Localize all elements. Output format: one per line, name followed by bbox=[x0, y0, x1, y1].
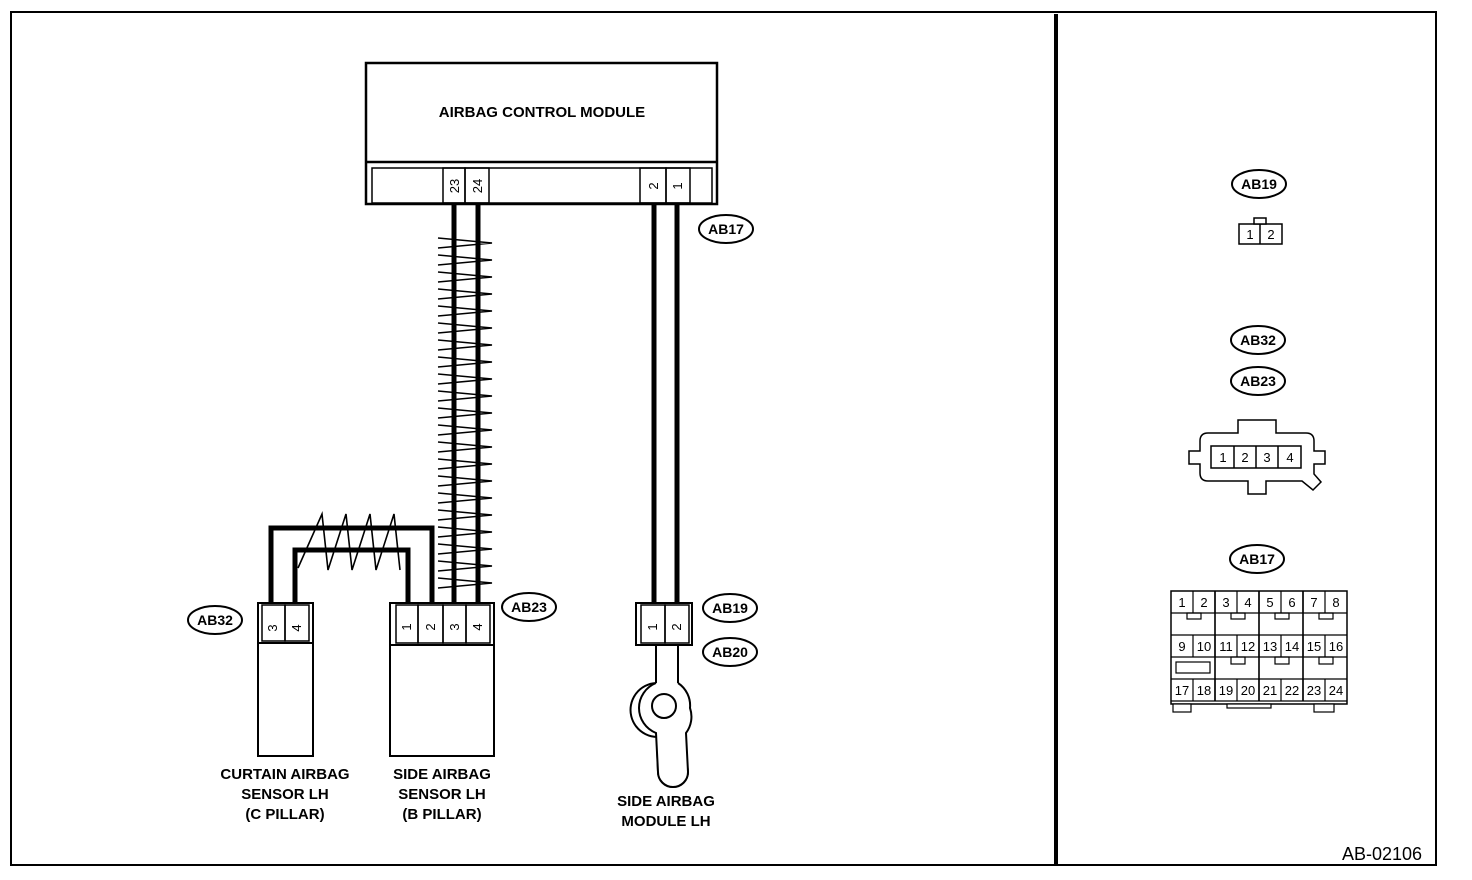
side-module-label-line-1: SIDE AIRBAG bbox=[617, 793, 715, 810]
ab17-view-pin-6: 6 bbox=[1288, 595, 1295, 610]
connector-tag-ab19: AB19 bbox=[702, 593, 758, 623]
module-title: AIRBAG CONTROL MODULE bbox=[439, 104, 645, 121]
side-sensor-pin-3: 3 bbox=[447, 623, 462, 630]
curtain-label-line-1: CURTAIN AIRBAG bbox=[220, 766, 349, 783]
ab17-view-pin-1: 1 bbox=[1178, 595, 1185, 610]
connector-tag-ab17: AB17 bbox=[698, 214, 754, 244]
ab17-view-pin-13: 13 bbox=[1263, 639, 1277, 654]
svg-text:AB23: AB23 bbox=[511, 599, 547, 615]
module-pin-24: 24 bbox=[470, 179, 485, 193]
module-pin-1: 1 bbox=[670, 182, 685, 189]
ab17-view-pin-20: 20 bbox=[1241, 683, 1255, 698]
ab17-view-pin-19: 19 bbox=[1219, 683, 1233, 698]
side-sensor-pin-4: 4 bbox=[470, 623, 485, 630]
connector-tag-ab32: AB32 bbox=[187, 605, 243, 635]
side-sensor-label-line-2: SENSOR LH bbox=[398, 786, 486, 803]
ab17-view-pin-9: 9 bbox=[1178, 639, 1185, 654]
connector-view-ab32-ab23: AB32 AB23 1 2 3 4 bbox=[1188, 325, 1326, 495]
connector-tag-ab20: AB20 bbox=[702, 637, 758, 667]
curtain-sensor-wires bbox=[268, 510, 435, 603]
side-module-pin-1: 1 bbox=[645, 623, 660, 630]
side-module-label-line-2: MODULE LH bbox=[621, 813, 710, 830]
svg-text:AB19: AB19 bbox=[1241, 176, 1277, 192]
ab17-view-pin-2: 2 bbox=[1200, 595, 1207, 610]
ab17-view-pin-3: 3 bbox=[1222, 595, 1229, 610]
ab23-view-pin-4: 4 bbox=[1286, 450, 1293, 465]
curtain-pin-4: 4 bbox=[289, 624, 304, 631]
side-sensor-label-line-1: SIDE AIRBAG bbox=[393, 766, 491, 783]
ab17-view-pin-17: 17 bbox=[1175, 683, 1189, 698]
module-pin-23: 23 bbox=[447, 179, 462, 193]
side-module-wires bbox=[651, 204, 680, 603]
connector-view-ab19: AB19 1 2 bbox=[1231, 169, 1287, 245]
ab23-view-pin-3: 3 bbox=[1263, 450, 1270, 465]
ab17-view-pin-15: 15 bbox=[1307, 639, 1321, 654]
diagram-frame bbox=[10, 11, 1437, 866]
svg-text:AB17: AB17 bbox=[708, 221, 744, 237]
ab19-view-pin-2: 2 bbox=[1267, 227, 1274, 242]
ab17-view-pin-21: 21 bbox=[1263, 683, 1277, 698]
ab17-view-pin-18: 18 bbox=[1197, 683, 1211, 698]
connector-tag-ab23: AB23 bbox=[501, 592, 557, 622]
ab17-view-pin-5: 5 bbox=[1266, 595, 1273, 610]
ab17-view-pin-16: 16 bbox=[1329, 639, 1343, 654]
svg-text:AB32: AB32 bbox=[1240, 332, 1276, 348]
ab23-view-pin-1: 1 bbox=[1219, 450, 1226, 465]
ab17-view-pin-22: 22 bbox=[1285, 683, 1299, 698]
ab17-view-pin-4: 4 bbox=[1244, 595, 1251, 610]
ab17-view-pin-8: 8 bbox=[1332, 595, 1339, 610]
side-sensor-pin-1: 1 bbox=[399, 623, 414, 630]
svg-text:AB32: AB32 bbox=[197, 612, 233, 628]
ab23-view-pin-2: 2 bbox=[1241, 450, 1248, 465]
side-sensor-pin-2: 2 bbox=[423, 623, 438, 630]
curtain-label-line-3: (C PILLAR) bbox=[245, 806, 324, 823]
side-airbag-module: 1 2 bbox=[629, 602, 693, 788]
ab17-view-pin-11: 11 bbox=[1219, 639, 1233, 654]
ab17-view-pin-12: 12 bbox=[1241, 639, 1255, 654]
side-sensor-label-line-3: (B PILLAR) bbox=[402, 806, 481, 823]
side-airbag-sensor: 1 2 3 4 bbox=[389, 602, 495, 757]
twisted-pair-23-24 bbox=[437, 204, 493, 603]
svg-text:AB23: AB23 bbox=[1240, 373, 1276, 389]
ab17-view-pin-10: 10 bbox=[1197, 639, 1211, 654]
ab17-view-pin-23: 23 bbox=[1307, 683, 1321, 698]
curtain-pin-3: 3 bbox=[265, 624, 280, 631]
ab17-view-pin-14: 14 bbox=[1285, 639, 1299, 654]
curtain-airbag-sensor: 3 4 bbox=[257, 602, 314, 757]
ab19-view-pin-1: 1 bbox=[1246, 227, 1253, 242]
module-pin-2: 2 bbox=[646, 182, 661, 189]
svg-text:AB19: AB19 bbox=[712, 600, 748, 616]
svg-text:AB17: AB17 bbox=[1239, 551, 1275, 567]
ab17-view-pin-24: 24 bbox=[1329, 683, 1343, 698]
airbag-control-module: AIRBAG CONTROL MODULE 23 24 2 1 bbox=[364, 61, 719, 206]
svg-text:AB20: AB20 bbox=[712, 644, 748, 660]
side-module-pin-2: 2 bbox=[669, 623, 684, 630]
ab17-view-pin-7: 7 bbox=[1310, 595, 1317, 610]
curtain-label-line-2: SENSOR LH bbox=[241, 786, 329, 803]
figure-code: AB-02106 bbox=[1342, 844, 1422, 864]
